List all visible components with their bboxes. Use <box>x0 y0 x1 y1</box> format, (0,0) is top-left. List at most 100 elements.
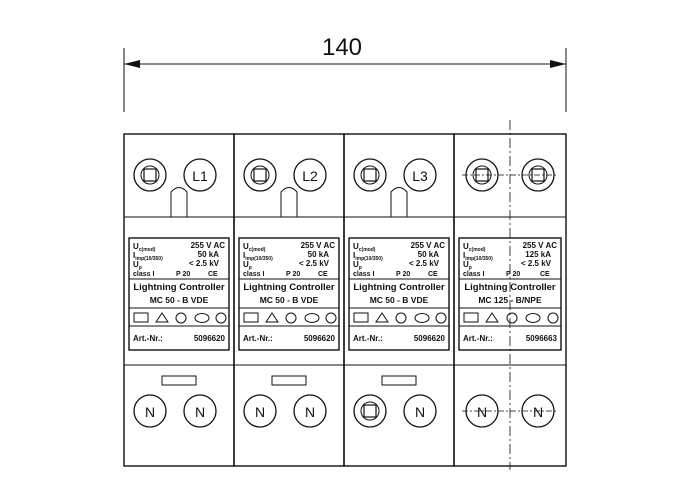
ce-mark: CE <box>208 271 218 278</box>
label-panel <box>128 237 230 351</box>
terminal-ring <box>403 158 437 192</box>
art-number-label: Art.-Nr.: <box>353 334 383 343</box>
screw-icon <box>472 165 492 185</box>
art-number-label: Art.-Nr.: <box>243 334 273 343</box>
bottom-terminal-left: N <box>133 394 167 428</box>
terminal-ring <box>403 394 437 428</box>
art-number-value: 5096663 <box>526 334 558 343</box>
rating-u-label: Uc(mod) <box>353 242 376 253</box>
terminal-label: N <box>415 404 425 420</box>
art-number-label: Art.-Nr.: <box>463 334 493 343</box>
module-latch-bottom <box>161 375 197 386</box>
bottom-terminal-right: N <box>183 394 217 428</box>
bottom-terminal-left: N <box>243 394 277 428</box>
terminal-label: L2 <box>302 168 318 184</box>
din-mark-icon <box>243 312 259 323</box>
module-latch-top <box>170 187 188 217</box>
rating-p: P 20 <box>286 271 300 278</box>
rating-u-label: Uc(mod) <box>243 242 266 253</box>
model-label: MC 50 - B VDE <box>150 295 209 305</box>
top-terminal-right: L2 <box>293 158 327 192</box>
symbol-circle-icon <box>547 312 559 324</box>
rating-up-value: < 2.5 kV <box>189 259 220 268</box>
module-latch-bottom <box>271 375 307 386</box>
screw-slot-icon <box>363 168 377 182</box>
certification-icons <box>243 312 337 324</box>
rating-i-label: Iimp(10/350) <box>243 251 273 262</box>
module-3: L3 Uc(mod) 255 V AC Iimp(10/350) 50 kA U… <box>343 133 455 467</box>
ovc-mark-icon <box>194 313 210 323</box>
terminal-ring <box>353 158 387 192</box>
terminal-ring <box>521 394 555 428</box>
terminal-ring <box>293 158 327 192</box>
module-4: Uc(mod) 255 V AC Iimp(10/350) 125 kA Up … <box>453 120 567 470</box>
terminal-ring <box>353 394 387 428</box>
terminal-label: N <box>195 404 205 420</box>
vde-triangle-icon <box>485 312 499 323</box>
top-terminal-right: L3 <box>403 158 437 192</box>
rating-i-label: Iimp(10/350) <box>353 251 383 262</box>
rating-u-value: 255 V AC <box>523 241 558 250</box>
module-1: L1 Uc(mod) 255 V AC Iimp(10/350) 50 kA U… <box>123 133 235 467</box>
bottom-terminal-right: N <box>293 394 327 428</box>
terminal-label: N <box>255 404 265 420</box>
rating-class: class I <box>133 271 154 278</box>
bottom-terminal-right: N <box>403 394 437 428</box>
dimension-arrow-left <box>124 60 140 68</box>
rating-up-value: < 2.5 kV <box>299 259 330 268</box>
terminal-label: N <box>477 404 487 420</box>
vde-triangle-icon <box>375 312 389 323</box>
rating-i-label: Iimp(10/350) <box>463 251 493 262</box>
rating-i-label: Iimp(10/350) <box>133 251 163 262</box>
rating-p: P 20 <box>176 271 190 278</box>
screw-slot-icon <box>531 168 545 182</box>
rating-up-label: Up <box>133 260 142 271</box>
top-terminal-right: L1 <box>183 158 217 192</box>
ovc-mark-icon <box>304 313 320 323</box>
terminal-ring <box>243 394 277 428</box>
approval-circle-icon <box>395 312 407 324</box>
screw-slot-icon <box>253 168 267 182</box>
symbol-circle-icon <box>325 312 337 324</box>
symbol-circle-icon <box>435 312 447 324</box>
bottom-terminal-left: N <box>465 394 499 428</box>
dimension-annotation <box>123 48 567 112</box>
brand-label: Lightning Controller <box>353 282 445 293</box>
top-terminal-left <box>243 158 277 192</box>
screw-slot-icon <box>143 168 157 182</box>
certification-icons <box>133 312 227 324</box>
top-terminal-right <box>521 158 555 192</box>
terminal-label: N <box>533 404 543 420</box>
approval-circle-icon <box>506 312 518 324</box>
top-terminal-left <box>133 158 167 192</box>
module-latch-top <box>390 187 408 217</box>
top-terminal-left <box>465 158 499 192</box>
terminal-ring <box>183 394 217 428</box>
rating-i-value: 125 kA <box>525 250 551 259</box>
module-latch-top <box>280 187 298 217</box>
terminal-label: L3 <box>412 168 428 184</box>
ce-mark: CE <box>318 271 328 278</box>
ce-mark: CE <box>540 271 550 278</box>
screw-icon <box>360 401 380 421</box>
terminal-ring <box>183 158 217 192</box>
terminal-ring <box>465 394 499 428</box>
screw-icon <box>140 165 160 185</box>
din-mark-icon <box>353 312 369 323</box>
rating-up-label: Up <box>353 260 362 271</box>
rating-p: P 20 <box>506 271 520 278</box>
rating-u-value: 255 V AC <box>301 241 336 250</box>
rating-up-value: < 2.5 kV <box>409 259 440 268</box>
art-number-value: 5096620 <box>304 334 336 343</box>
ovc-mark-icon <box>525 313 541 323</box>
module-2: L2 Uc(mod) 255 V AC Iimp(10/350) 50 kA U… <box>233 133 345 467</box>
brand-label: Lightning Controller <box>133 282 225 293</box>
rating-p: P 20 <box>396 271 410 278</box>
terminal-label: L1 <box>192 168 208 184</box>
din-mark-icon <box>463 312 479 323</box>
vde-triangle-icon <box>265 312 279 323</box>
rating-class: class I <box>463 271 484 278</box>
rating-class: class I <box>243 271 264 278</box>
rating-u-label: Uc(mod) <box>133 242 156 253</box>
